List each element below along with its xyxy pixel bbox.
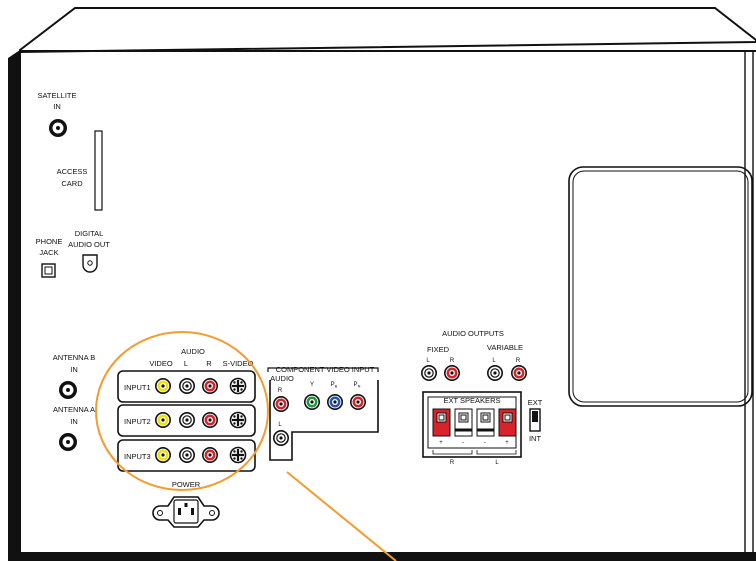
audio-r-jack-icon[interactable] [202,446,218,464]
antenna-a-in: ANTENNA A IN [53,405,95,451]
fixed-l-jack-icon[interactable] [420,364,438,382]
component-video-input: COMPONENT VIDEO INPUT AUDIO R L Y PB PR [267,365,379,461]
component-pr-jack-icon[interactable] [349,393,367,411]
svg-text:L: L [278,422,282,428]
svg-text:IN: IN [70,417,78,426]
video-jack-icon[interactable] [155,377,171,395]
ext-speakers: EXT SPEAKERS + - - + R L [422,391,522,466]
svg-text:ACCESS: ACCESS [57,167,88,176]
satellite-in: SATELLITE IN [37,91,77,137]
ext-int-toggle-switch[interactable] [529,408,541,432]
audio-l-jack-icon[interactable] [179,377,195,395]
antenna-b-jack-icon[interactable] [59,381,77,399]
access-card-slot: ACCESS CARD [57,130,103,211]
component-pb-jack-icon[interactable] [326,393,344,411]
s-video-jack-icon[interactable] [229,377,247,395]
svg-text:ANTENNA A: ANTENNA A [53,405,95,414]
satellite-jack-icon[interactable] [49,119,67,137]
s-video-jack-icon[interactable] [229,411,247,429]
antenna-b-in: ANTENNA B IN [53,353,96,399]
svg-text:ANTENNA B: ANTENNA B [53,353,96,362]
component-y-jack-icon[interactable] [303,393,321,411]
variable-l-jack-icon[interactable] [486,364,504,382]
audio-l-jack-icon[interactable] [179,446,195,464]
phone-jack-icon[interactable] [41,263,56,278]
input-highlight-callout [95,331,397,561]
svg-text:-: - [462,440,464,446]
svg-text:PHONE: PHONE [36,237,63,246]
svg-text:L: L [184,359,188,368]
video-jack-icon[interactable] [155,446,171,464]
power-socket-icon[interactable] [152,496,220,528]
svg-text:FIXED: FIXED [427,345,450,354]
speaker-switch: EXT INT [528,398,543,443]
svg-text:EXT: EXT [528,398,543,407]
svg-text:INPUT3: INPUT3 [124,452,151,461]
digital-audio-out: DIGITAL AUDIO OUT [68,229,110,273]
power-inlet: POWER [152,480,220,528]
svg-text:S-VIDEO: S-VIDEO [223,359,254,368]
svg-text:SATELLITE: SATELLITE [37,91,76,100]
svg-text:+: + [439,440,443,446]
svg-text:R: R [450,358,455,364]
svg-text:POWER: POWER [172,480,201,489]
speaker-terminal-icon[interactable] [454,408,473,437]
cabinet [8,7,756,561]
svg-text:L: L [495,460,499,466]
audio-r-jack-icon[interactable] [202,377,218,395]
component-audio-r-jack-icon[interactable] [272,395,290,413]
svg-text:COMPONENT VIDEO INPUT: COMPONENT VIDEO INPUT [276,365,375,374]
s-video-jack-icon[interactable] [229,446,247,464]
fixed-r-jack-icon[interactable] [443,364,461,382]
svg-text:-: - [484,440,486,446]
audio-l-jack-icon[interactable] [179,411,195,429]
svg-text:AUDIO OUT: AUDIO OUT [68,240,110,249]
speaker-terminal-icon[interactable] [432,408,451,437]
av-inputs-header: AUDIO VIDEO L R S-VIDEO [149,347,253,368]
svg-text:INPUT2: INPUT2 [124,417,151,426]
svg-text:R: R [278,388,283,394]
svg-text:L: L [492,358,496,364]
svg-text:IN: IN [53,102,61,111]
svg-text:EXT SPEAKERS: EXT SPEAKERS [444,396,501,405]
svg-text:+: + [505,440,509,446]
svg-text:AUDIO: AUDIO [270,374,294,383]
svg-text:R: R [450,460,455,466]
svg-text:VIDEO: VIDEO [149,359,173,368]
variable-r-jack-icon[interactable] [510,364,528,382]
input-row: INPUT1 [117,370,256,403]
svg-text:L: L [426,358,430,364]
svg-text:VARIABLE: VARIABLE [487,343,523,352]
audio-outputs: AUDIO OUTPUTS FIXED VARIABLE L R L R [420,329,528,382]
svg-text:PB: PB [331,382,338,389]
svg-text:R: R [206,359,212,368]
access-card-slot-opening[interactable] [94,130,103,211]
svg-text:AUDIO: AUDIO [181,347,205,356]
antenna-a-jack-icon[interactable] [59,433,77,451]
input-row: INPUT2 [117,404,256,437]
svg-text:Y: Y [310,382,314,388]
svg-text:AUDIO OUTPUTS: AUDIO OUTPUTS [442,329,504,338]
rear-vent-panel [568,166,753,407]
svg-text:DIGITAL: DIGITAL [75,229,104,238]
svg-text:INT: INT [529,434,542,443]
audio-r-jack-icon[interactable] [202,411,218,429]
input-row: INPUT3 [117,439,256,472]
speaker-terminal-icon[interactable] [498,408,517,437]
phone-jack: PHONE JACK [36,237,63,278]
svg-text:IN: IN [70,365,78,374]
optical-jack-icon[interactable] [82,254,98,273]
speaker-terminal-icon[interactable] [476,408,495,437]
svg-text:CARD: CARD [61,179,83,188]
svg-text:R: R [516,358,521,364]
component-audio-l-jack-icon[interactable] [272,429,290,447]
svg-text:INPUT1: INPUT1 [124,383,151,392]
video-jack-icon[interactable] [155,411,171,429]
svg-text:JACK: JACK [39,248,58,257]
svg-text:PR: PR [354,382,361,389]
